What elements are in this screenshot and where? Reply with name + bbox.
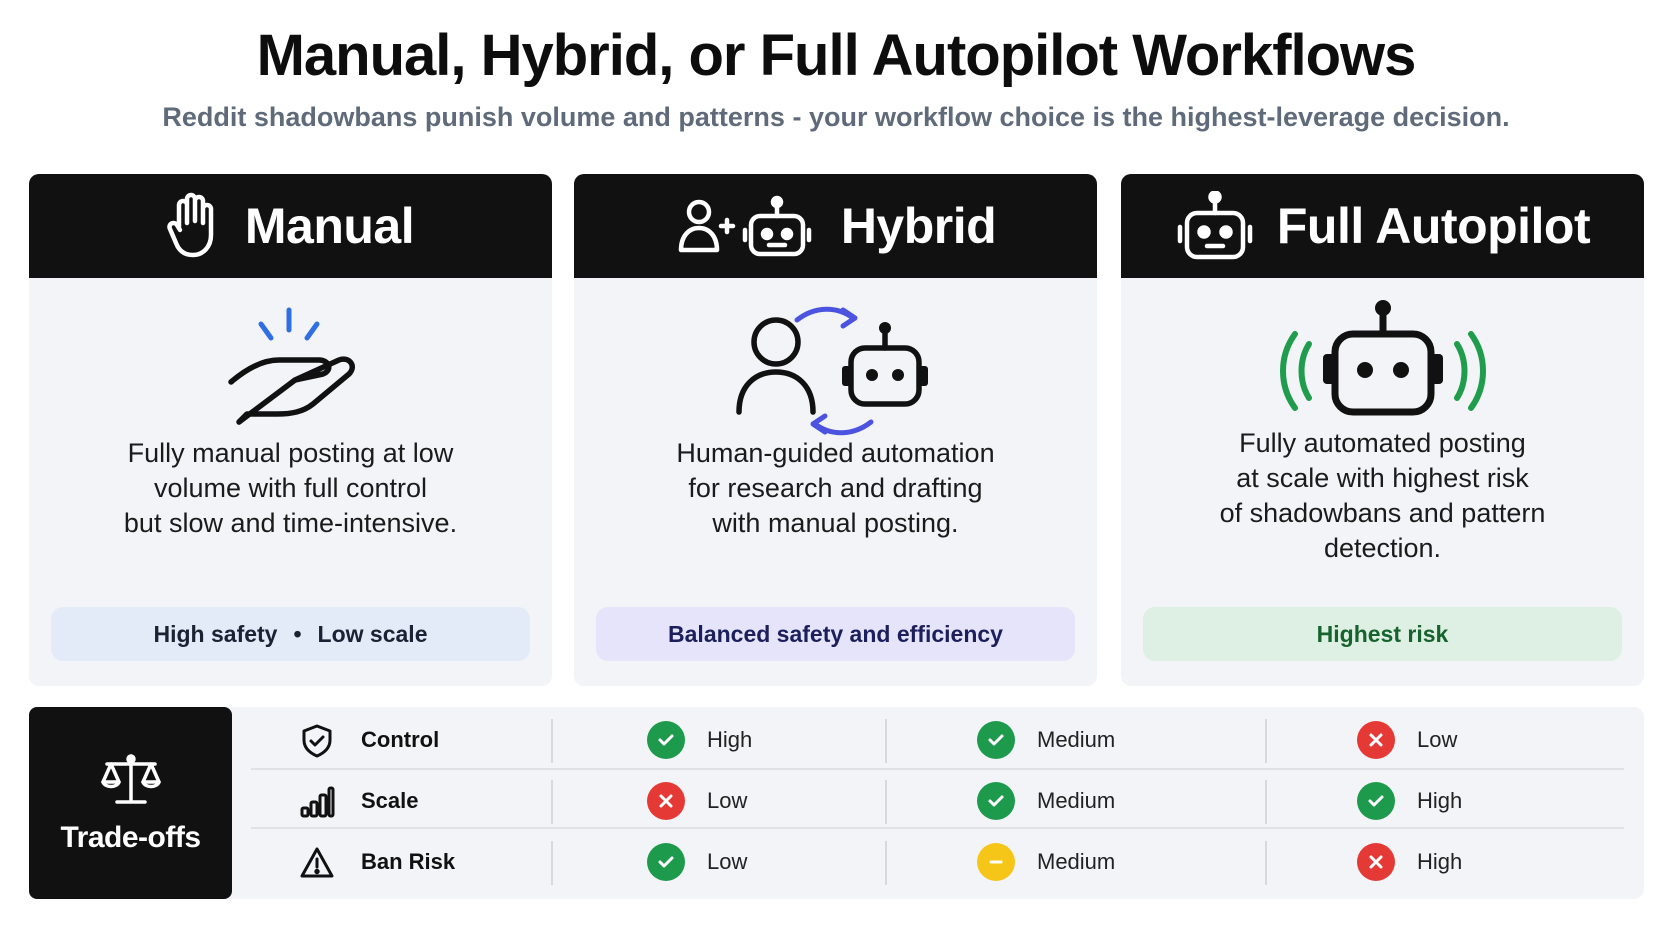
open-hand-illustration	[29, 298, 552, 438]
column-divider	[551, 719, 553, 763]
cell-value: High	[1417, 849, 1463, 874]
card-hybrid-pill: Balanced safety and efficiency	[596, 607, 1075, 661]
desc-line: Fully manual posting at low	[127, 438, 454, 468]
row-label-control: Control	[361, 727, 440, 752]
desc-line: at scale with highest risk	[1236, 463, 1529, 493]
column-divider	[551, 841, 553, 885]
card-hybrid: Hybrid Human-guided automation for resea…	[574, 174, 1097, 686]
column-divider	[1265, 841, 1267, 885]
tradeoffs-label-box: Trade-offs	[29, 707, 232, 899]
pill-text: High safety	[153, 620, 278, 647]
robot-broadcasting-illustration	[1121, 298, 1644, 438]
row-divider	[251, 827, 1624, 829]
robot-icon	[1175, 191, 1255, 261]
tradeoff-row-ban-risk: Ban Risk Low Medium High	[251, 831, 1624, 891]
warning-triangle-icon	[299, 845, 335, 881]
card-manual: Manual Fully manual posting at low volum…	[29, 174, 552, 686]
cell-value: Medium	[1037, 788, 1116, 813]
desc-line: for research and drafting	[688, 473, 983, 503]
pill-text: Highest risk	[1316, 620, 1449, 647]
cell-autopilot-control: Low	[1357, 720, 1457, 760]
cell-autopilot-ban-risk: High	[1357, 842, 1462, 882]
desc-line: but slow and time-intensive.	[123, 508, 458, 538]
x-circle-icon	[1357, 721, 1395, 759]
person-robot-cycle-illustration	[574, 298, 1097, 438]
cell-value: High	[1417, 788, 1463, 813]
page-subtitle: Reddit shadowbans punish volume and patt…	[162, 102, 1510, 132]
cell-value: Low	[707, 849, 748, 874]
card-manual-pill: High safety • Low scale	[51, 607, 530, 661]
card-full-autopilot-description: Fully automated posting at scale with hi…	[1151, 426, 1614, 566]
card-hybrid-header: Hybrid	[574, 174, 1097, 278]
shield-check-icon	[299, 723, 335, 759]
card-manual-description: Fully manual posting at low volume with …	[59, 436, 522, 541]
card-full-autopilot-pill: Highest risk	[1143, 607, 1622, 661]
cell-value: High	[707, 727, 753, 752]
cell-manual-ban-risk: Low	[647, 842, 747, 882]
page-title: Manual, Hybrid, or Full Autopilot Workfl…	[256, 23, 1417, 88]
card-full-autopilot: Full Autopilot Fully automated posting a…	[1121, 174, 1644, 686]
x-circle-icon	[647, 782, 685, 820]
cell-value: Low	[707, 788, 748, 813]
card-hybrid-description: Human-guided automation for research and…	[604, 436, 1067, 541]
cell-hybrid-control: Medium	[977, 720, 1115, 760]
check-circle-icon	[647, 721, 685, 759]
check-circle-icon	[977, 782, 1015, 820]
scales-icon	[99, 752, 163, 811]
tradeoff-row-control: Control High Medium Low	[251, 709, 1624, 769]
card-full-autopilot-label: Full Autopilot	[1276, 198, 1591, 254]
row-label-ban-risk: Ban Risk	[361, 849, 456, 874]
tradeoffs-table: Trade-offs Control High Medium Low	[29, 707, 1644, 899]
check-circle-icon	[647, 843, 685, 881]
row-divider	[251, 768, 1624, 770]
check-circle-icon	[1357, 782, 1395, 820]
card-full-autopilot-header: Full Autopilot	[1121, 174, 1644, 278]
desc-line: detection.	[1323, 533, 1442, 563]
card-hybrid-label: Hybrid	[840, 198, 997, 254]
bar-chart-icon	[299, 784, 335, 820]
raised-hand-icon	[167, 191, 223, 261]
cell-manual-control: High	[647, 720, 752, 760]
card-manual-header: Manual	[29, 174, 552, 278]
cell-hybrid-scale: Medium	[977, 781, 1115, 821]
cell-value: Low	[1417, 727, 1458, 752]
minus-circle-icon	[977, 843, 1015, 881]
column-divider	[551, 780, 553, 824]
column-divider	[885, 841, 887, 885]
column-divider	[885, 780, 887, 824]
cell-manual-scale: Low	[647, 781, 747, 821]
column-divider	[885, 719, 887, 763]
card-manual-label: Manual	[244, 198, 415, 254]
cell-autopilot-scale: High	[1357, 781, 1462, 821]
desc-line: with manual posting.	[712, 508, 959, 538]
pill-text: Low scale	[317, 620, 428, 647]
desc-line: volume with full control	[153, 473, 428, 503]
cell-value: Medium	[1037, 849, 1116, 874]
x-circle-icon	[1357, 843, 1395, 881]
desc-line: Fully automated posting	[1239, 428, 1526, 458]
pill-separator: •	[293, 620, 302, 647]
pill-text: Balanced safety and efficiency	[668, 620, 1003, 647]
column-divider	[1265, 719, 1267, 763]
cell-hybrid-ban-risk: Medium	[977, 842, 1115, 882]
row-label-scale: Scale	[361, 788, 419, 813]
tradeoff-row-scale: Scale Low Medium High	[251, 770, 1624, 830]
tradeoffs-label: Trade-offs	[60, 820, 201, 854]
check-circle-icon	[977, 721, 1015, 759]
desc-line: of shadowbans and pattern	[1219, 498, 1546, 528]
column-divider	[1265, 780, 1267, 824]
cell-value: Medium	[1037, 727, 1116, 752]
person-plus-robot-icon	[675, 194, 819, 258]
desc-line: Human-guided automation	[676, 438, 995, 468]
